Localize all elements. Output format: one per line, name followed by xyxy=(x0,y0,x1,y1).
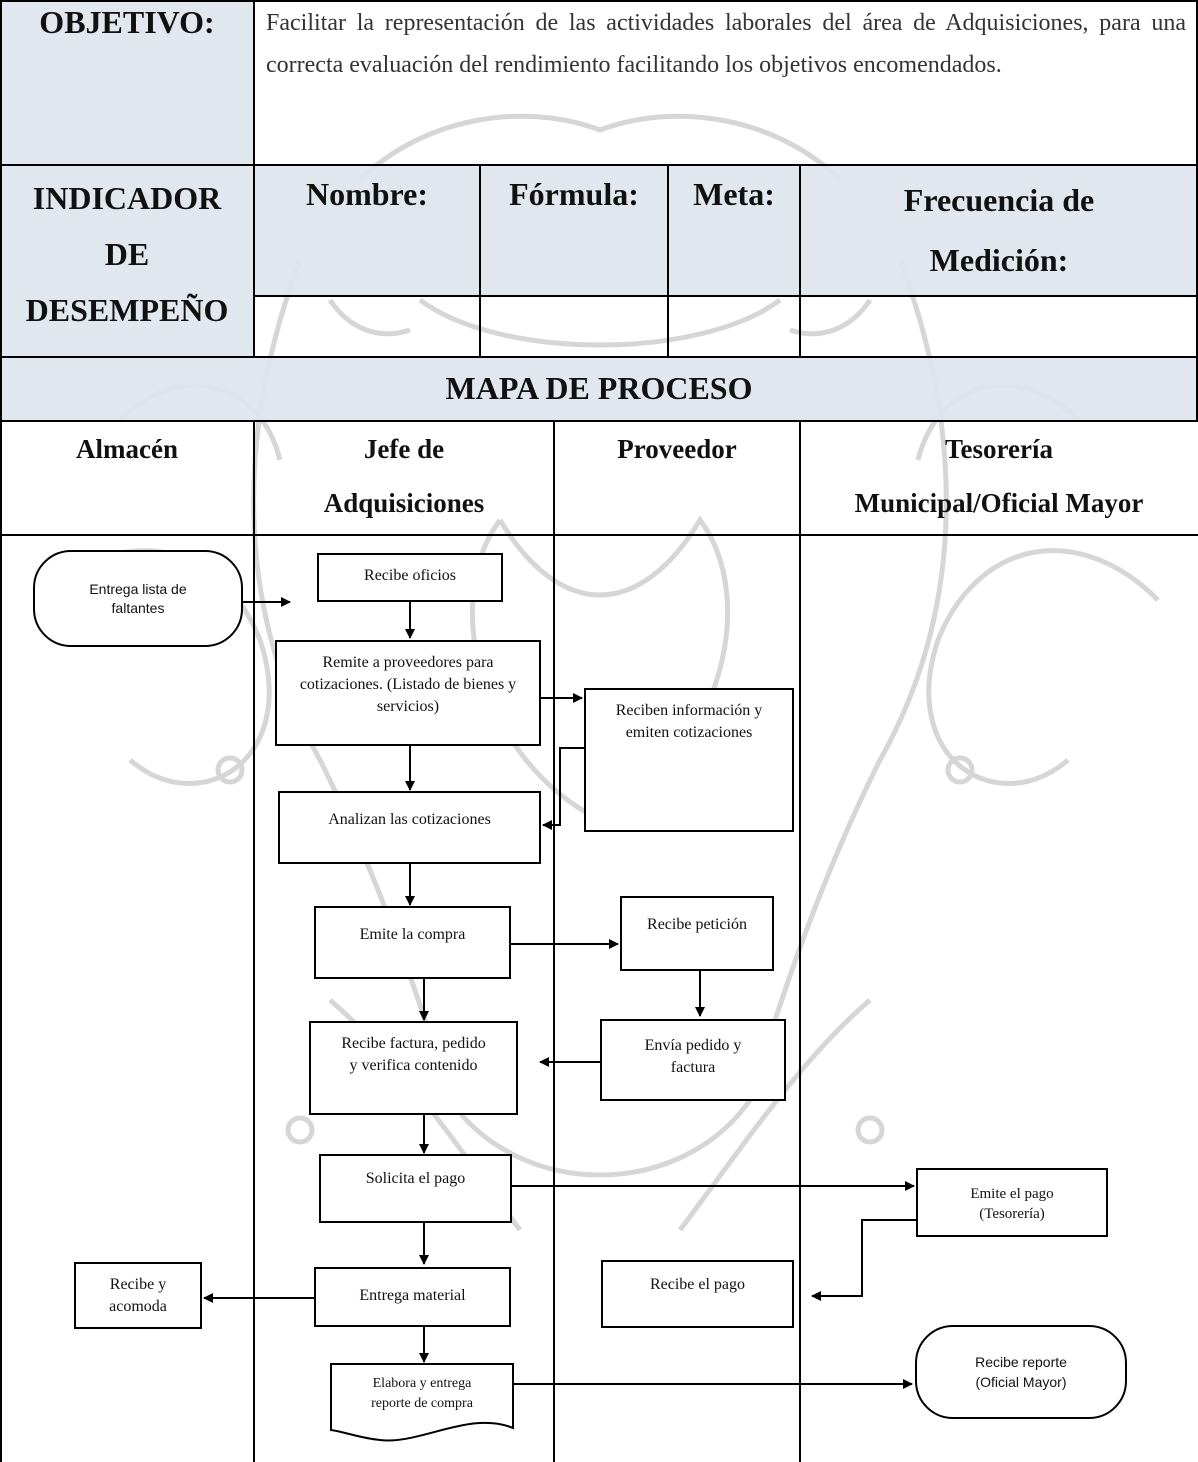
indicator-label-line2: DE xyxy=(104,236,150,272)
grid-line xyxy=(479,165,481,357)
grid-line xyxy=(0,420,1198,422)
indicator-formula-cell xyxy=(480,165,668,296)
step-recibe-pago-text: Recibe el pago xyxy=(649,1276,746,1293)
lane-header-proveedor-line1: Proveedor xyxy=(617,434,737,464)
name-header: Nombre: xyxy=(305,176,429,212)
step-emite-pago-text: Emite el pago (Tesorería) xyxy=(970,1186,1054,1222)
step-recibe-acomoda-text: Recibe y acomoda xyxy=(109,1276,167,1315)
step-remite-proveedores: Remite a proveedores para cotizaciones. … xyxy=(275,640,541,746)
step-remite-proveedores-text: Remite a proveedores para cotizaciones. … xyxy=(299,654,517,715)
indicator-label-line3: DESEMPEÑO xyxy=(25,292,229,328)
step-envia-pedido: Envía pedido y factura xyxy=(600,1019,786,1101)
step-emite-compra: Emite la compra xyxy=(314,906,511,979)
grid-line xyxy=(667,165,669,357)
arrow-emite-pago-to-recibe-pago xyxy=(811,1219,916,1301)
step-recibe-reporte-text: Recibe reporte (Oficial Mayor) xyxy=(975,1354,1067,1390)
grid-line xyxy=(254,295,1198,297)
arrow-reciben-to-analizan xyxy=(542,747,584,830)
grid-line xyxy=(253,0,255,357)
step-recibe-acomoda: Recibe y acomoda xyxy=(74,1262,202,1329)
grid-line xyxy=(0,0,2,1462)
report-document-shape xyxy=(330,1363,514,1442)
step-analizan-cotizaciones: Analizan las cotizaciones xyxy=(278,791,541,864)
frequency-header: Frecuencia de Medición: xyxy=(800,170,1198,290)
objective-label: OBJETIVO: xyxy=(39,4,215,40)
step-emite-compra-text: Emite la compra xyxy=(359,926,466,943)
step-entrega-material: Entrega material xyxy=(314,1267,511,1327)
step-recibe-factura: Recibe factura, pedido y verifica conten… xyxy=(309,1021,518,1115)
step-elabora-reporte-text: Elabora y entrega reporte de compra xyxy=(371,1376,473,1411)
step-solicita-pago-text: Solicita el pago xyxy=(365,1170,466,1187)
frequency-header-line2: Medición: xyxy=(929,242,1069,278)
indicator-label: INDICADOR DE DESEMPEÑO xyxy=(0,168,254,340)
step-envia-pedido-text: Envía pedido y factura xyxy=(644,1037,742,1076)
step-elabora-reporte: Elabora y entrega reporte de compra xyxy=(331,1374,513,1414)
step-recibe-pago: Recibe el pago xyxy=(601,1260,794,1328)
step-entrega-lista: Entrega lista de faltantes xyxy=(33,550,243,647)
objective-text: Facilitar la representación de las activ… xyxy=(266,10,1186,78)
indicator-label-line1: INDICADOR xyxy=(32,180,222,216)
step-recibe-oficios: Recibe oficios xyxy=(317,553,503,602)
step-recibe-factura-text: Recibe factura, pedido y verifica conten… xyxy=(341,1035,486,1074)
frequency-header-line1: Frecuencia de xyxy=(903,182,1095,218)
lane-header-proveedor: Proveedor xyxy=(554,422,800,476)
step-solicita-pago: Solicita el pago xyxy=(319,1154,512,1223)
grid-line xyxy=(1196,0,1198,421)
step-reciben-informacion: Reciben información y emiten cotizacione… xyxy=(584,688,794,832)
lane-divider xyxy=(553,421,555,1462)
step-recibe-peticion: Recibe petición xyxy=(620,896,774,971)
process-map-title: MAPA DE PROCESO xyxy=(445,370,753,406)
step-entrega-material-text: Entrega material xyxy=(359,1287,466,1304)
step-recibe-reporte: Recibe reporte (Oficial Mayor) xyxy=(915,1325,1127,1419)
step-recibe-peticion-text: Recibe petición xyxy=(647,916,747,933)
grid-line xyxy=(0,356,1198,358)
step-reciben-informacion-text: Reciben información y emiten cotizacione… xyxy=(615,702,763,741)
formula-header: Fórmula: xyxy=(509,176,639,212)
step-emite-pago: Emite el pago (Tesorería) xyxy=(916,1168,1108,1237)
objective-label-cell xyxy=(0,0,254,165)
step-analizan-cotizaciones-text: Analizan las cotizaciones xyxy=(328,811,491,828)
meta-header: Meta: xyxy=(693,176,775,212)
grid-line xyxy=(0,0,1198,2)
step-entrega-lista-text: Entrega lista de faltantes xyxy=(89,580,187,616)
indicator-label-cell xyxy=(0,165,254,357)
step-recibe-oficios-text: Recibe oficios xyxy=(364,567,456,584)
